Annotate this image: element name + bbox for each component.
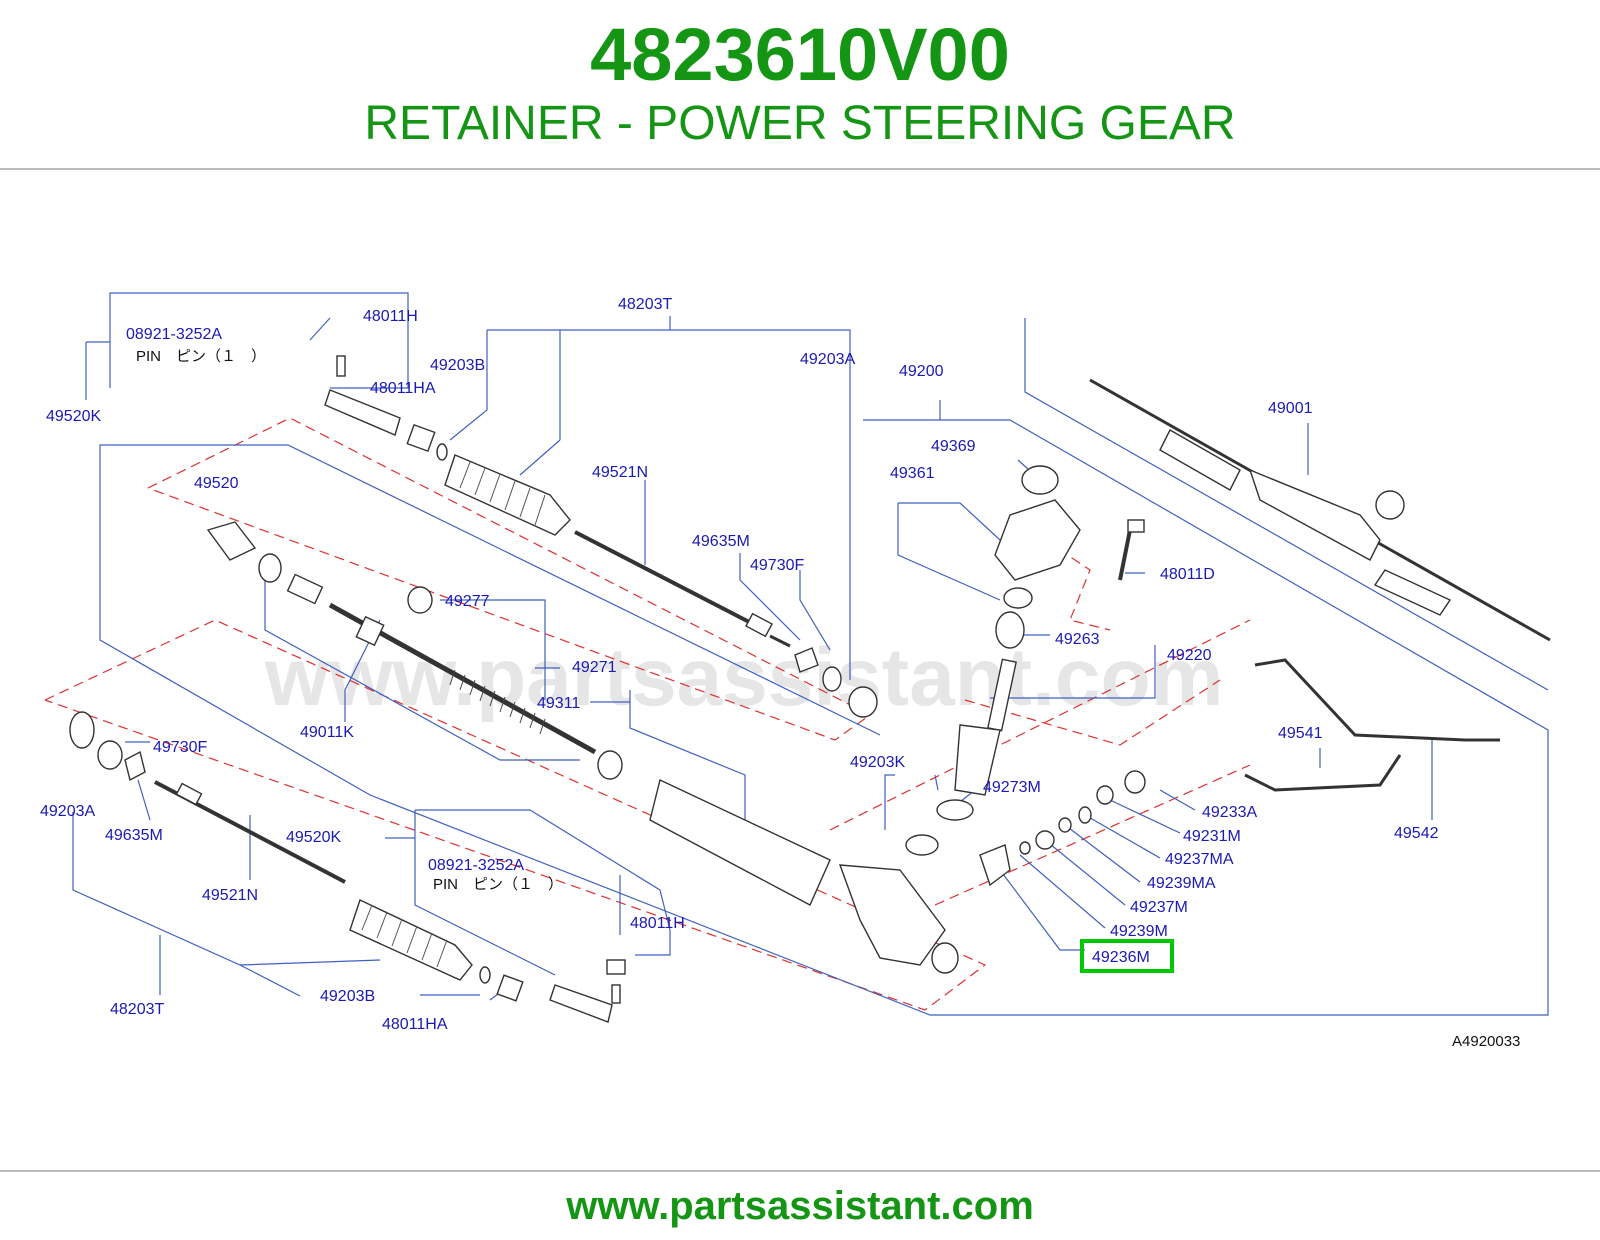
part-label-49231m: 49231M	[1183, 828, 1241, 845]
part-label-49203a: 49203A	[800, 351, 855, 368]
pin-note-text: PIN ピン（１ ）	[433, 876, 563, 893]
part-label-49730f: 49730F	[153, 739, 207, 756]
part-label-49236m-highlighted: 49236M	[1092, 949, 1150, 966]
part-label-49730f: 49730F	[750, 557, 804, 574]
part-labels: 48011H 08921-3252A 49520K 48011HA 48203T…	[40, 296, 1439, 1033]
part-label-49520k: 49520K	[46, 408, 101, 425]
part-label-48011d: 48011D	[1160, 566, 1215, 583]
part-number-title: 4823610V00	[590, 13, 1010, 96]
part-label-49520: 49520	[194, 475, 239, 492]
part-drawings	[69, 355, 1551, 1023]
part-label-49203b: 49203B	[430, 357, 485, 374]
part-label-49239m: 49239M	[1110, 923, 1168, 940]
part-label-49011k: 49011K	[300, 724, 354, 741]
part-label-49237ma: 49237MA	[1165, 851, 1234, 868]
part-label-49635m: 49635M	[692, 533, 750, 550]
part-label-49200: 49200	[899, 363, 944, 380]
part-label-49237m: 49237M	[1130, 899, 1188, 916]
part-label-49361: 49361	[890, 465, 935, 482]
part-label-49001: 49001	[1268, 400, 1313, 417]
highlight-box	[1080, 939, 1174, 973]
part-label-48011h: 48011H	[630, 915, 685, 932]
part-label-49220: 49220	[1167, 647, 1212, 664]
part-label-48011ha: 48011HA	[370, 380, 436, 397]
pin-note-bottom: PIN ピン（１ ）	[433, 876, 563, 893]
part-label-49203a: 49203A	[40, 803, 95, 820]
part-label-49239ma: 49239MA	[1147, 875, 1216, 892]
part-label-49271: 49271	[572, 659, 617, 676]
diagram-ref-code: A4920033	[1452, 1033, 1520, 1050]
part-name-subtitle: RETAINER - POWER STEERING GEAR	[364, 97, 1236, 150]
part-label-49521n: 49521N	[592, 464, 648, 481]
part-label-49311: 49311	[537, 695, 580, 712]
leader-lines	[72, 292, 1549, 1016]
page-header: 4823610V00 RETAINER - POWER STEERING GEA…	[0, 0, 1600, 170]
part-label-48203t: 48203T	[110, 1001, 164, 1018]
part-label-49369: 49369	[931, 438, 976, 455]
watermark: www.partsassistant.com	[264, 632, 1224, 723]
part-label-49542: 49542	[1394, 825, 1439, 842]
part-label-48203t: 48203T	[618, 296, 672, 313]
part-label-49203k: 49203K	[850, 754, 905, 771]
footer-url-link[interactable]: www.partsassistant.com	[566, 1184, 1034, 1228]
part-label-49635m: 49635M	[105, 827, 163, 844]
part-label-08921-3252a: 08921-3252A	[428, 857, 524, 874]
part-label-49277: 49277	[445, 593, 490, 610]
part-label-49520k: 49520K	[286, 829, 341, 846]
pin-note-top: PIN ピン（１ ）	[136, 348, 266, 365]
part-label-48011ha: 48011HA	[382, 1016, 448, 1033]
footer-divider	[0, 1170, 1600, 1172]
part-label-49541: 49541	[1278, 725, 1323, 742]
header-divider	[0, 168, 1600, 170]
part-label-08921-3252a: 08921-3252A	[126, 326, 222, 343]
part-label-49521n: 49521N	[202, 887, 258, 904]
part-label-49233a: 49233A	[1202, 804, 1257, 821]
part-label-49263: 49263	[1055, 631, 1100, 648]
part-label-49273m: 49273M	[983, 779, 1041, 796]
part-label-48011h: 48011H	[363, 308, 418, 325]
part-label-49203b: 49203B	[320, 988, 375, 1005]
pin-note-text: PIN ピン（１ ）	[136, 348, 266, 365]
